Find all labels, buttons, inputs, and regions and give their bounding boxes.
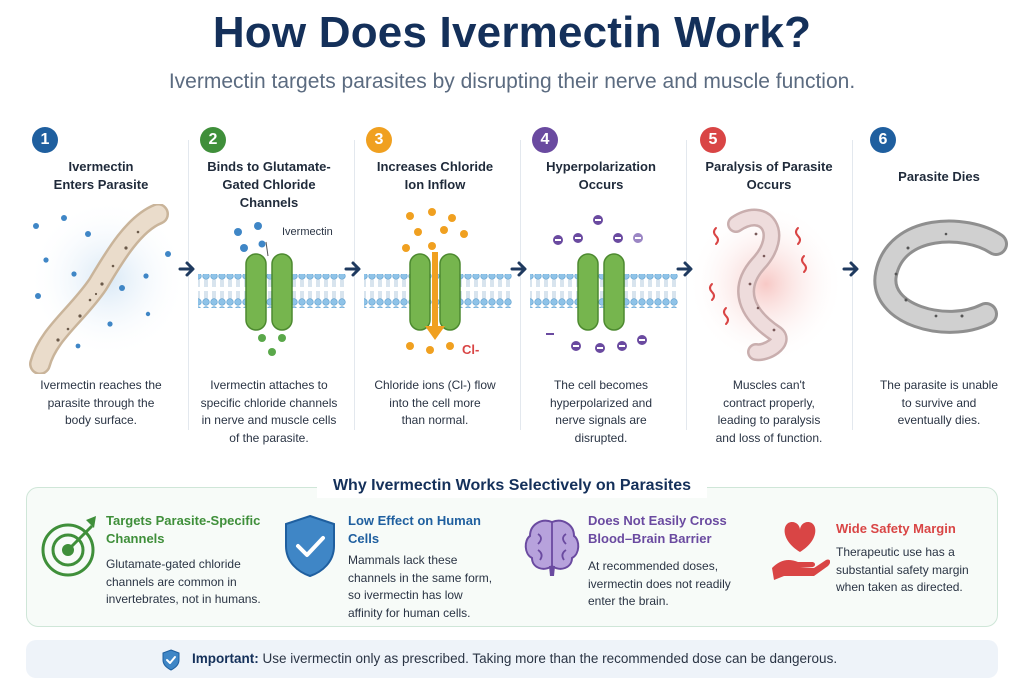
- step-heading: Parasite Dies: [898, 169, 980, 184]
- arrow-right-icon: [510, 261, 527, 277]
- step-number: 1: [32, 127, 58, 153]
- target-icon: [41, 516, 96, 577]
- feature-heading: Wide Safety Margin: [836, 521, 956, 536]
- step-number: 6: [870, 127, 896, 153]
- divider: [852, 140, 853, 430]
- selectivity-title: Why Ivermectin Works Selectively on Para…: [0, 474, 1024, 498]
- heart-hand-icon: [772, 522, 830, 580]
- feature-body: At recommended doses,ivermectin does not…: [588, 559, 731, 608]
- divider: [686, 140, 687, 430]
- shield-check-icon: [285, 514, 335, 578]
- chloride-inflow-illustration: [364, 208, 512, 354]
- important-note: Important: Use ivermectin only as prescr…: [26, 640, 998, 678]
- divider: [188, 140, 189, 430]
- hyperpolarization-illustration: [530, 215, 678, 353]
- ivermectin-label: Ivermectin: [282, 226, 333, 238]
- arrow-right-icon: [178, 261, 195, 277]
- step-number: 2: [200, 127, 226, 153]
- divider: [520, 140, 521, 430]
- channel-binding-illustration: [198, 222, 346, 356]
- step-number: 4: [532, 127, 558, 153]
- page-title: How Does Ivermectin Work?: [212, 8, 812, 57]
- page-subtitle: Ivermectin targets parasites by disrupti…: [168, 70, 856, 93]
- chloride-label: Cl-: [462, 342, 480, 357]
- step-number: 3: [366, 127, 392, 153]
- parasite-entry-illustration: [28, 204, 184, 374]
- brain-icon: [524, 519, 580, 576]
- important-text: Important: Use ivermectin only as prescr…: [192, 651, 838, 666]
- shield-check-icon: [162, 649, 180, 671]
- selectivity-panel: [26, 487, 998, 627]
- divider: [354, 140, 355, 430]
- paralysis-illustration: [688, 204, 844, 364]
- arrow-right-icon: [344, 261, 361, 277]
- step-number: 5: [700, 127, 726, 153]
- feature-safety-margin: Wide Safety Margin Therapeutic use has a…: [770, 512, 990, 620]
- arrow-right-icon: [842, 261, 859, 277]
- dead-parasite-illustration: [873, 219, 1008, 334]
